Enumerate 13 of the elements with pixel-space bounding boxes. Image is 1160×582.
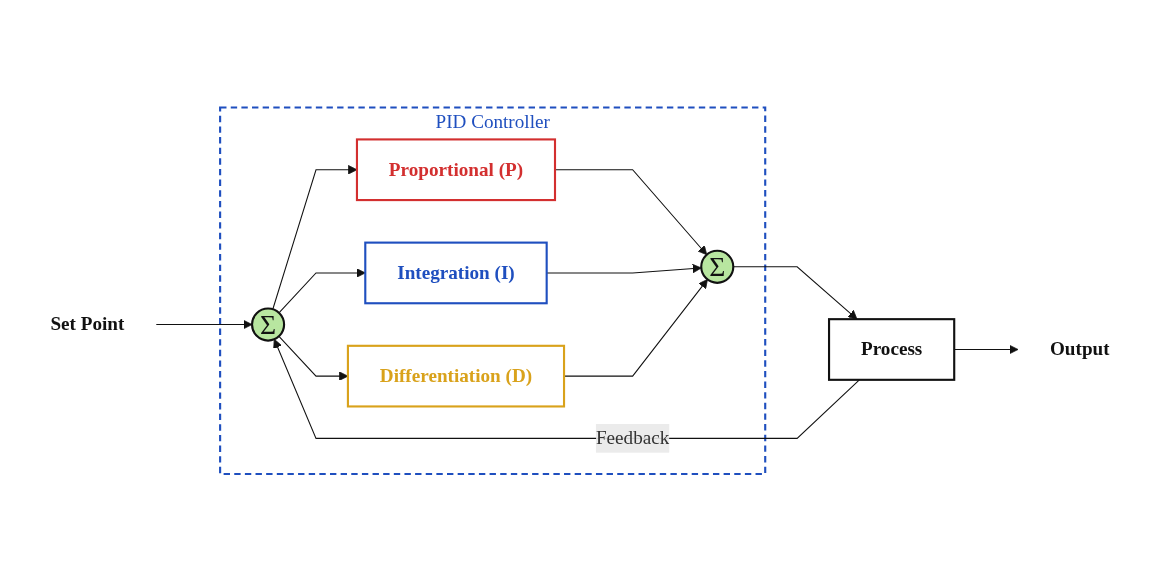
arrow	[278, 268, 366, 314]
node-text: Set Point	[50, 313, 125, 335]
arrow	[155, 320, 253, 330]
node-box: Integration (I)	[364, 241, 548, 305]
arrow	[546, 264, 702, 274]
node-circle: Σ	[700, 249, 735, 285]
node-box: Process	[828, 318, 956, 382]
node-box: Proportional (P)	[355, 138, 557, 202]
node-circle: Σ	[250, 307, 286, 342]
arrow	[273, 339, 860, 440]
node-text: Output	[1049, 338, 1110, 360]
edge-label: Feedback	[595, 427, 670, 449]
node-box: Differentiation (D)	[346, 345, 566, 408]
